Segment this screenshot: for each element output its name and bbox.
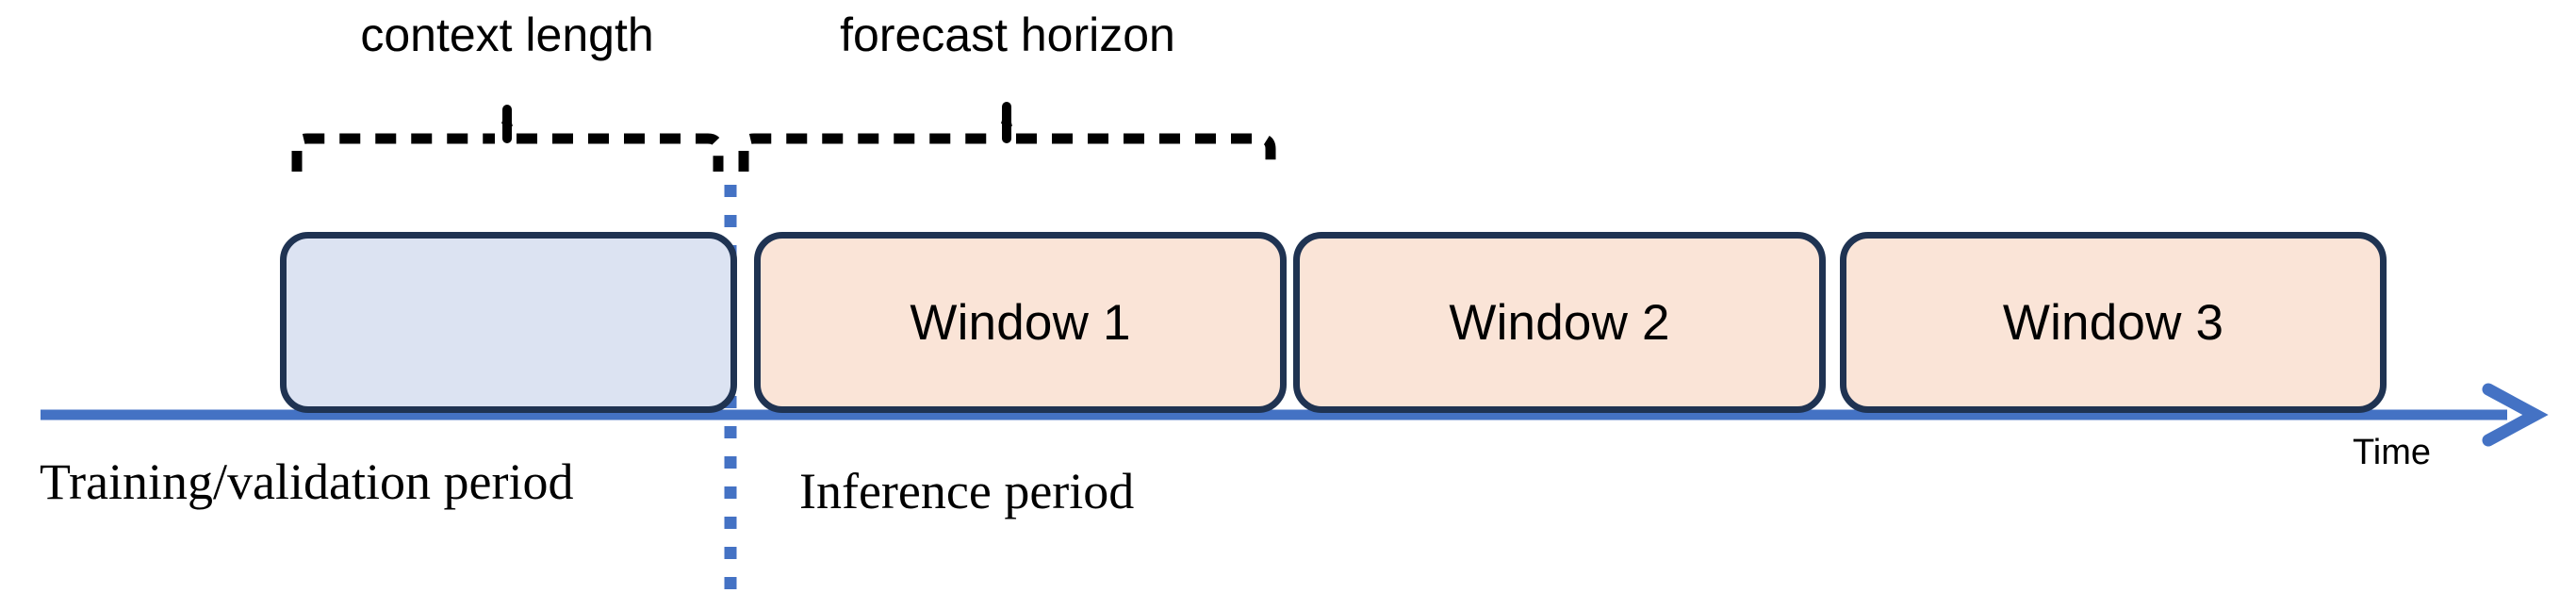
context-box[interactable]: [280, 232, 737, 413]
time-axis-label: Time: [2353, 433, 2432, 472]
window-2-box[interactable]: Window 2: [1293, 232, 1826, 413]
time-axis-arrowhead: [2482, 383, 2549, 447]
forecast-horizon-bracket: [738, 102, 1276, 172]
window-1-box[interactable]: Window 1: [754, 232, 1287, 413]
window-2-label: Window 2: [1449, 294, 1670, 351]
training-validation-period-label: Training/validation period: [40, 453, 574, 510]
inference-period-label: Inference period: [799, 463, 1135, 519]
window-3-box[interactable]: Window 3: [1840, 232, 2387, 413]
context-length-bracket: [291, 105, 724, 172]
forecast-horizon-label: forecast horizon: [840, 8, 1175, 61]
window-3-label: Window 3: [2002, 294, 2224, 351]
window-1-label: Window 1: [910, 294, 1131, 351]
context-length-label: context length: [360, 8, 654, 61]
